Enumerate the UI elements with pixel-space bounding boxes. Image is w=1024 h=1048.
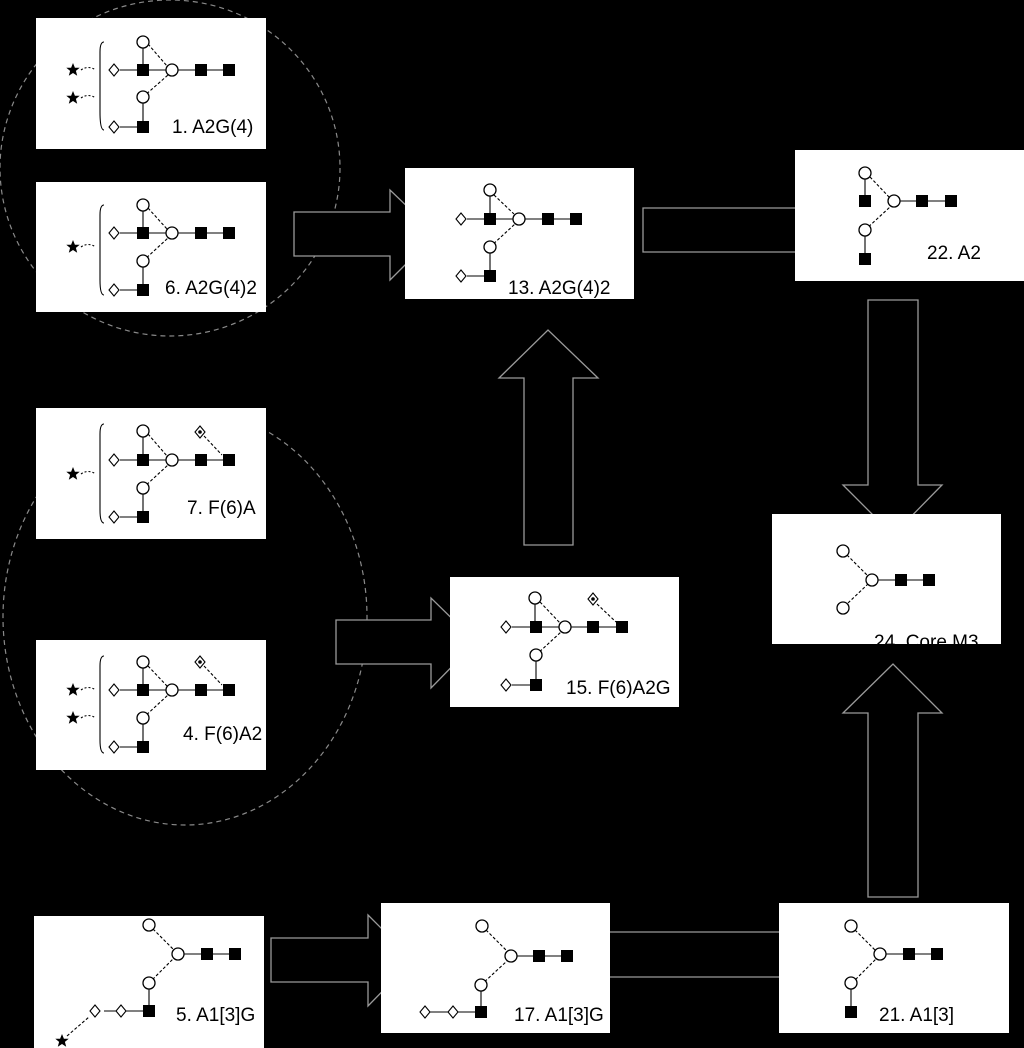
group-ellipse-top xyxy=(0,0,341,337)
glycan-panel-4: 4. F(6)A2 xyxy=(36,640,266,770)
flow-arrows xyxy=(270,183,944,1008)
glycan-panel-6: 6. A2G(4)2 xyxy=(36,182,266,312)
svg-text:21. A1[3]: 21. A1[3] xyxy=(879,1005,954,1026)
glycan-panel-1: 1. A2G(4) xyxy=(36,18,266,149)
glycan-number-22: 22. xyxy=(927,243,953,264)
glycan-number-13: 13. xyxy=(508,278,534,299)
svg-text:1. A2G(4): 1. A2G(4) xyxy=(172,117,253,138)
glycan-panel-13: 13. A2G(4)2 xyxy=(405,168,634,299)
svg-text:4. F(6)A2: 4. F(6)A2 xyxy=(183,724,262,745)
glycan-name-17: A1[3]G xyxy=(545,1005,604,1026)
glycan-name-1: A2G(4) xyxy=(192,117,253,138)
glycan-number-4: 4. xyxy=(183,724,199,745)
svg-text:5. A1[3]G: 5. A1[3]G xyxy=(176,1005,255,1026)
arrow-22-to-24 xyxy=(841,299,944,536)
glycan-number-24: 24. xyxy=(874,632,900,653)
glycan-name-4: F(6)A2 xyxy=(204,724,262,745)
glycan-number-5: 5. xyxy=(176,1005,192,1026)
glycan-panel-5: 5. A1[3]G xyxy=(34,916,264,1048)
glycan-number-6: 6. xyxy=(165,278,181,299)
svg-text:22. A2: 22. A2 xyxy=(927,243,981,264)
glycan-name-13: A2G(4)2 xyxy=(539,278,611,299)
glycan-name-24: Core M3 xyxy=(906,632,979,653)
glycan-name-21: A1[3] xyxy=(910,1005,954,1026)
glycan-panel-17: 17. A1[3]G xyxy=(381,903,610,1033)
glycan-panel-7: 7. F(6)A xyxy=(36,408,266,539)
svg-text:24. Core M3: 24. Core M3 xyxy=(874,632,979,653)
glycan-name-5: A1[3]G xyxy=(196,1005,255,1026)
glycan-name-15: F(6)A2G xyxy=(598,678,671,699)
glycan-number-17: 17. xyxy=(514,1005,540,1026)
glycan-name-22: A2 xyxy=(958,243,981,264)
glycan-panel-24: 24. Core M3 xyxy=(772,514,1001,653)
svg-text:6. A2G(4)2: 6. A2G(4)2 xyxy=(165,278,257,299)
glycan-number-7: 7. xyxy=(187,498,203,519)
svg-text:7. F(6)A: 7. F(6)A xyxy=(187,498,256,519)
svg-text:15. F(6)A2G: 15. F(6)A2G xyxy=(566,678,671,699)
arrow-21-to-24 xyxy=(841,663,944,898)
glycan-number-1: 1 xyxy=(172,117,183,138)
glycan-number-15: 15. xyxy=(566,678,592,699)
glycan-number-21: 21. xyxy=(879,1005,905,1026)
glycan-sep-1: . xyxy=(183,117,193,138)
svg-text:17. A1[3]G: 17. A1[3]G xyxy=(514,1005,604,1026)
glycan-panel-21: 21. A1[3] xyxy=(779,903,1009,1033)
svg-text:13. A2G(4)2: 13. A2G(4)2 xyxy=(508,278,610,299)
glycan-panel-22: 22. A2 xyxy=(795,150,1024,281)
glycan-panel-15: 15. F(6)A2G xyxy=(450,577,679,707)
arrow-15-to-13 xyxy=(497,329,600,546)
glycan-name-7: F(6)A xyxy=(208,498,256,519)
glycan-name-6: A2G(4)2 xyxy=(185,278,257,299)
